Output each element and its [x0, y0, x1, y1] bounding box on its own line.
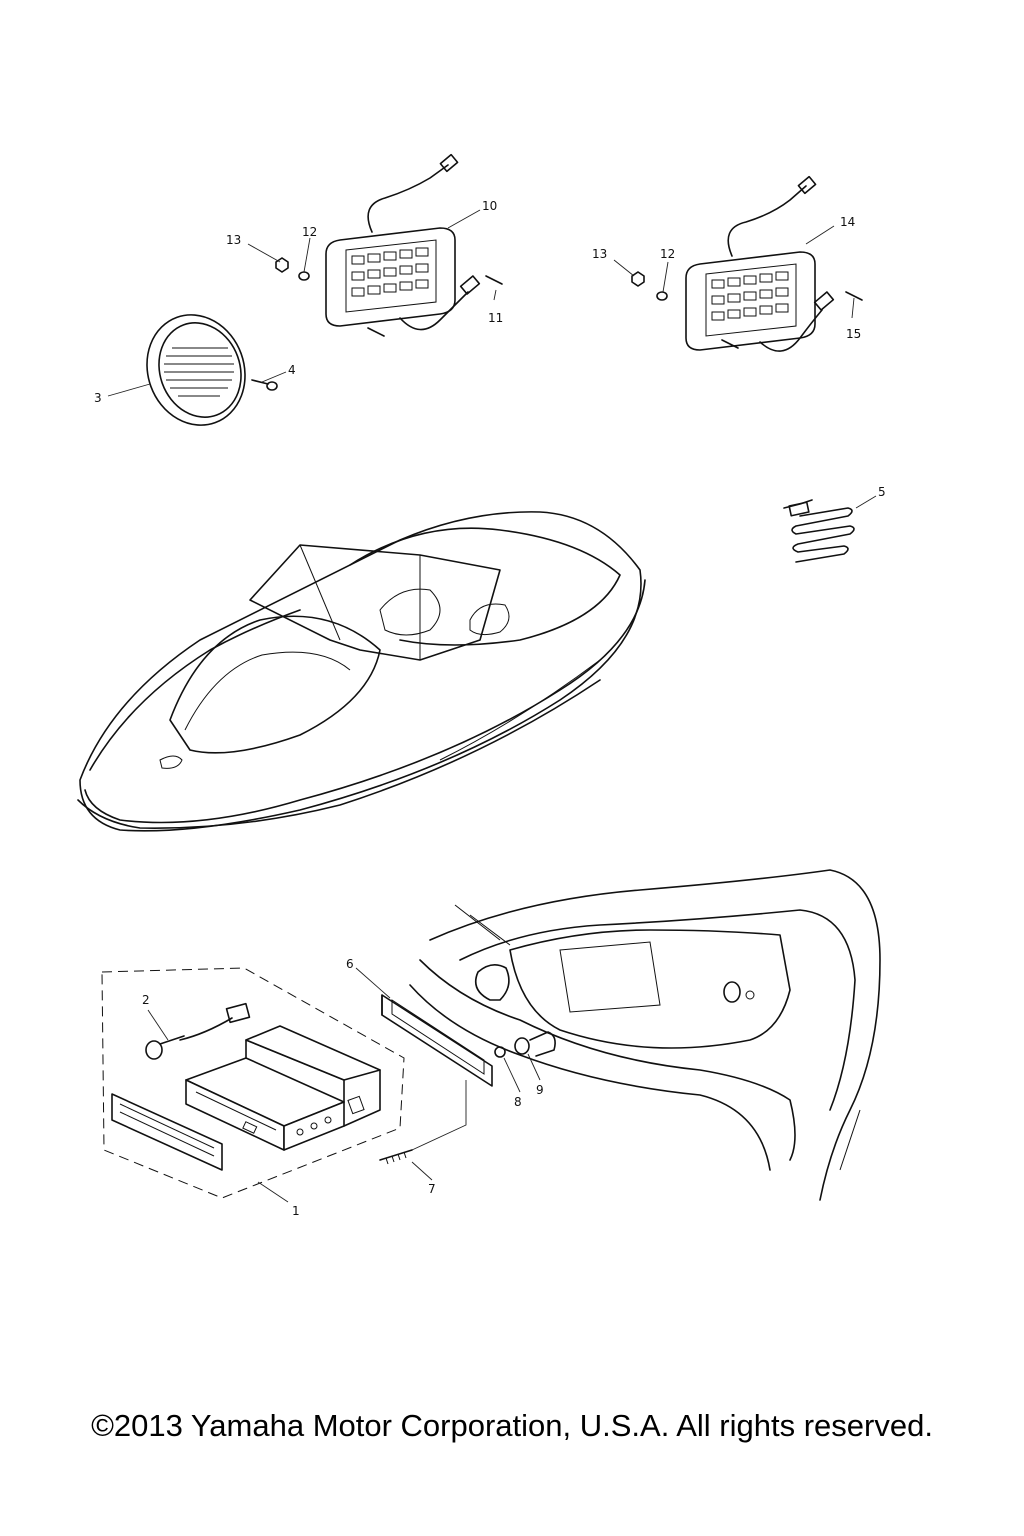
panel-screw-left-part	[367, 275, 503, 337]
callout-13-left: 13	[226, 233, 241, 247]
stereo-unit-part	[185, 1025, 381, 1151]
stereo-harness-part	[145, 1002, 251, 1060]
callout-10: 10	[482, 199, 497, 213]
callout-6: 6	[346, 957, 354, 971]
nut-washer-left-part	[275, 257, 310, 281]
callout-11: 11	[488, 311, 503, 325]
callout-14: 14	[840, 215, 855, 229]
nut-part	[494, 1046, 506, 1058]
callout-13-right: 13	[592, 247, 607, 261]
nut-washer-right-part	[631, 271, 668, 301]
speaker-grille-part	[146, 314, 246, 426]
antenna-cable-part	[783, 499, 855, 563]
callout-15: 15	[846, 327, 861, 341]
callout-labels: 1 2 3 4 5 6 7 8 9 10 11 12 12 13 13 14 1…	[94, 199, 886, 1218]
callout-12-right: 12	[660, 247, 675, 261]
callout-4: 4	[288, 363, 296, 377]
leader-lines	[107, 209, 877, 1203]
callout-2: 2	[142, 993, 150, 1007]
callout-3: 3	[94, 391, 102, 405]
callout-5: 5	[878, 485, 886, 499]
copyright-notice: ©2013 Yamaha Motor Corporation, U.S.A. A…	[91, 1408, 933, 1443]
remote-panel-left-part	[325, 153, 481, 331]
panel-screw-right-part	[721, 291, 863, 349]
mounting-screw-part	[379, 1080, 467, 1165]
callout-1: 1	[292, 1204, 300, 1218]
remote-panel-right-part	[685, 175, 835, 352]
knob-part	[514, 1031, 556, 1057]
boat-illustration	[77, 511, 646, 832]
speaker-screw-part	[251, 379, 278, 391]
callout-12-left: 12	[302, 225, 317, 239]
callout-9: 9	[536, 1083, 544, 1097]
trim-ring-part	[381, 994, 493, 1087]
callout-8: 8	[514, 1095, 522, 1109]
callout-7: 7	[428, 1182, 436, 1196]
console-illustration	[409, 869, 881, 1201]
stereo-faceplate-part	[111, 1093, 223, 1171]
